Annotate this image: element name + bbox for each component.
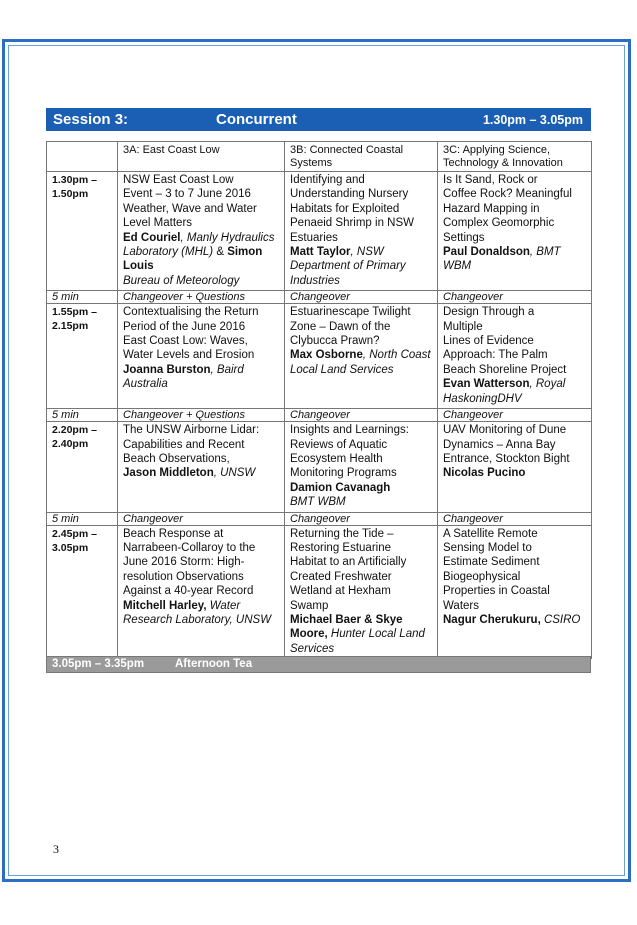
speaker-affiliation: , UNSW (213, 467, 256, 480)
speaker-affiliation: , North Coast Local Land Services (290, 349, 431, 376)
speaker-affiliation: , Royal HaskoningDHV (443, 378, 566, 405)
time-cell: 2.45pm – 3.05pm (46, 524, 118, 660)
session-label: Session 3: (53, 111, 129, 128)
table-header-row: 3A: East Coast Low 3B: Connected Coastal… (46, 141, 592, 172)
speaker-name: Damion Cavanagh (290, 481, 391, 494)
session-header: Session 3: Concurrent 1.30pm – 3.05pm (46, 108, 591, 131)
column-header-3c: 3C: Applying Science, Technology & Innov… (437, 141, 592, 172)
speaker-name: Mitchell Harley, (123, 599, 207, 612)
speaker-name: Matt Taylor (290, 246, 351, 259)
session-time: 1.30pm – 3.05pm (482, 112, 583, 127)
talk-cell-3a: NSW East Coast Low Event – 3 to 7 June 2… (117, 170, 285, 292)
speaker-affiliation: , NSW Department of Primary Industries (290, 246, 406, 287)
speaker-name: Jason Middleton (123, 467, 214, 480)
talk-cell-3b: Estuarinescape Twilight Zone – Dawn of t… (284, 303, 438, 410)
speaker-affiliation: , Baird Australia (123, 363, 244, 391)
speaker-name: Nicolas Pucino (443, 467, 526, 480)
speaker-affiliation: Hunter Local Land Services (290, 628, 425, 655)
session-type: Concurrent (216, 111, 297, 128)
program-table: 3A: East Coast Low 3B: Connected Coastal… (46, 141, 592, 660)
talk-cell-3a: Beach Response at Narrabeen-Collaroy to … (117, 524, 285, 660)
speaker-name: Michael Baer & Skye Moore, (290, 613, 403, 641)
speaker-affiliation: Bureau of Meteorology (123, 274, 240, 287)
talk-cell-3c: Is It Sand, Rock or Coffee Rock? Meaning… (437, 170, 592, 292)
speaker-affiliation: , Manly Hydraulics Laboratory (MHL) (123, 231, 275, 259)
speaker-name: Ed Couriel (123, 231, 181, 244)
speaker-name: Simon Louis (123, 246, 263, 273)
page-border (2, 39, 631, 882)
afternoon-tea-bar: 3.05pm – 3.35pm Afternoon Tea (46, 656, 591, 673)
time-cell: 1.55pm – 2.15pm (46, 303, 118, 410)
page-border-inner (8, 45, 625, 876)
speaker-name: Paul Donaldson (443, 246, 530, 259)
column-header-3a: 3A: East Coast Low (117, 141, 285, 172)
table-row: 2.20pm – 2.40pm The UNSW Airborne Lidar:… (46, 421, 592, 513)
speaker-name: Max Osborne (290, 349, 363, 362)
talk-cell-3c: A Satellite Remote Sensing Model to Esti… (437, 524, 592, 660)
changeover-row: 5 min Changeover Changeover Changeover (46, 511, 592, 526)
tea-label: Afternoon Tea (175, 658, 253, 670)
talk-cell-3b: Identifying and Understanding Nursery Ha… (284, 170, 438, 292)
speaker-affiliation: CSIRO (540, 613, 581, 626)
speaker-name: Joanna Burston (123, 363, 211, 376)
column-header-3b: 3B: Connected Coastal Systems (284, 141, 438, 172)
changeover-row: 5 min Changeover + Questions Changeover … (46, 408, 592, 423)
talk-cell-3b: Returning the Tide – Restoring Estuarine… (284, 524, 438, 660)
table-row: 2.45pm – 3.05pm Beach Response at Narrab… (46, 524, 592, 660)
changeover-row: 5 min Changeover + Questions Changeover … (46, 290, 592, 305)
speaker-affiliation: Water Research Laboratory, UNSW (123, 599, 272, 626)
talk-cell-3b: Insights and Learnings: Reviews of Aquat… (284, 421, 438, 513)
talk-cell-3c: UAV Monitoring of Dune Dynamics – Anna B… (437, 421, 592, 513)
speaker-affiliation: , BMT WBM (443, 246, 561, 273)
time-cell: 1.30pm – 1.50pm (46, 170, 118, 292)
speaker-affiliation: BMT WBM (290, 496, 346, 509)
speaker-name: Nagur Cherukuru, (443, 613, 541, 626)
talk-cell-3a: The UNSW Airborne Lidar: Capabilities an… (117, 421, 285, 513)
table-row: 1.30pm – 1.50pm NSW East Coast Low Event… (46, 170, 592, 292)
speaker-name: Evan Watterson (443, 378, 530, 391)
talk-cell-3a: Contextualising the Return Period of the… (117, 303, 285, 410)
tea-time: 3.05pm – 3.35pm (52, 658, 145, 670)
time-cell: 2.20pm – 2.40pm (46, 421, 118, 513)
talk-cell-3c: Design Through a Multiple Lines of Evide… (437, 303, 592, 410)
column-header-time (46, 141, 118, 172)
page-number: 3 (53, 842, 59, 856)
table-row: 1.55pm – 2.15pm Contextualising the Retu… (46, 303, 592, 410)
